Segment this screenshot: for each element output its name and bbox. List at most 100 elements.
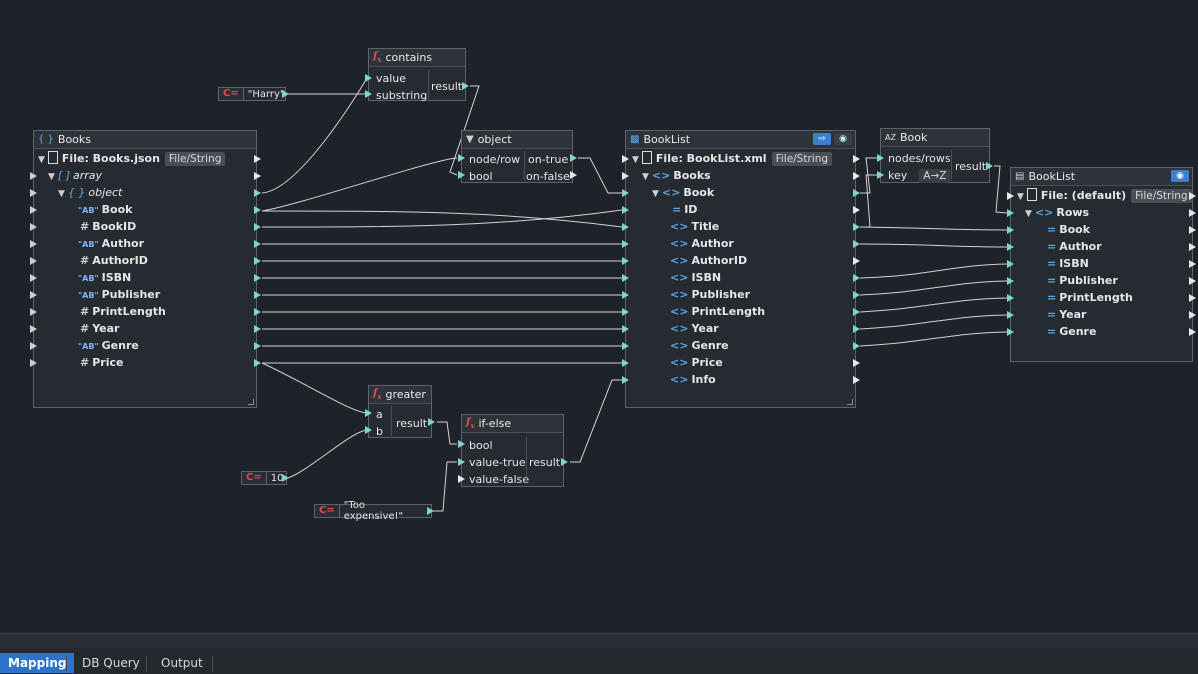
port[interactable] xyxy=(365,409,372,417)
port[interactable] xyxy=(254,325,261,333)
port[interactable] xyxy=(428,418,435,426)
port[interactable] xyxy=(622,359,629,367)
port[interactable] xyxy=(1189,311,1196,319)
element-author[interactable]: <>Author xyxy=(670,235,734,252)
port[interactable] xyxy=(365,74,372,82)
port[interactable] xyxy=(853,342,860,350)
chevron-down-icon[interactable]: ▼ xyxy=(642,172,649,182)
chevron-down-icon[interactable]: ▼ xyxy=(1025,209,1032,219)
port[interactable] xyxy=(254,274,261,282)
port[interactable] xyxy=(1189,192,1196,200)
port[interactable] xyxy=(30,274,37,282)
port[interactable] xyxy=(1007,277,1014,285)
port[interactable] xyxy=(282,90,289,98)
port[interactable] xyxy=(254,189,261,197)
field-isbn[interactable]: "AB"ISBN xyxy=(78,269,131,286)
port[interactable] xyxy=(30,223,37,231)
port[interactable] xyxy=(1007,192,1014,200)
port[interactable] xyxy=(853,223,860,231)
element-title[interactable]: <>Title xyxy=(670,218,719,235)
column-year[interactable]: =Year xyxy=(1047,306,1086,323)
constant-too-expensive[interactable]: C= "Too expensive!" xyxy=(314,500,432,522)
tab-mapping[interactable]: Mapping xyxy=(0,653,75,673)
port[interactable] xyxy=(853,308,860,316)
port[interactable] xyxy=(458,154,465,162)
port[interactable] xyxy=(1007,260,1014,268)
port[interactable] xyxy=(622,206,629,214)
column-publisher[interactable]: =Publisher xyxy=(1047,272,1118,289)
element-printlength[interactable]: <>PrintLength xyxy=(670,303,765,320)
chevron-down-icon[interactable]: ▼ xyxy=(58,189,65,199)
element-authorid[interactable]: <>AuthorID xyxy=(670,252,747,269)
component-header[interactable]: { }Books xyxy=(34,131,256,149)
filter-component[interactable]: ▼object node/row bool on-true on-false xyxy=(461,130,573,183)
port[interactable] xyxy=(1007,328,1014,336)
column-genre[interactable]: =Genre xyxy=(1047,323,1096,340)
port[interactable] xyxy=(458,475,465,483)
chevron-down-icon[interactable]: ▼ xyxy=(38,155,45,165)
port[interactable] xyxy=(853,206,860,214)
port[interactable] xyxy=(254,172,261,180)
port[interactable] xyxy=(853,257,860,265)
port[interactable] xyxy=(254,291,261,299)
object-row[interactable]: ▼{ }object xyxy=(58,184,122,201)
port[interactable] xyxy=(622,376,629,384)
port[interactable] xyxy=(30,359,37,367)
component-header[interactable]: ▩BookList xyxy=(626,131,855,149)
port[interactable] xyxy=(30,325,37,333)
port[interactable] xyxy=(853,291,860,299)
port[interactable] xyxy=(30,257,37,265)
port[interactable] xyxy=(1189,328,1196,336)
port[interactable] xyxy=(1007,209,1014,217)
port[interactable] xyxy=(254,223,261,231)
element-isbn[interactable]: <>ISBN xyxy=(670,269,721,286)
port[interactable] xyxy=(30,308,37,316)
port[interactable] xyxy=(254,359,261,367)
port[interactable] xyxy=(570,154,577,162)
port[interactable] xyxy=(986,162,993,170)
field-author[interactable]: "AB"Author xyxy=(78,235,144,252)
port[interactable] xyxy=(1189,209,1196,217)
preview-eye-icon[interactable]: ◉ xyxy=(1171,170,1189,182)
attribute-id[interactable]: =ID xyxy=(672,201,697,218)
port[interactable] xyxy=(282,474,289,482)
element-year[interactable]: <>Year xyxy=(670,320,719,337)
rows-group[interactable]: ▼<>Rows xyxy=(1025,204,1089,221)
port[interactable] xyxy=(365,426,372,434)
port[interactable] xyxy=(622,342,629,350)
port[interactable] xyxy=(853,155,860,163)
port[interactable] xyxy=(622,291,629,299)
field-book[interactable]: "AB"Book xyxy=(78,201,132,218)
port[interactable] xyxy=(1007,243,1014,251)
field-publisher[interactable]: "AB"Publisher xyxy=(78,286,160,303)
output-toggle-icon[interactable]: ⇨ xyxy=(813,133,831,145)
port[interactable] xyxy=(561,458,568,466)
port[interactable] xyxy=(1189,277,1196,285)
port[interactable] xyxy=(1007,311,1014,319)
port[interactable] xyxy=(254,206,261,214)
port[interactable] xyxy=(853,189,860,197)
file-type-badge[interactable]: File/String xyxy=(1131,189,1192,203)
port[interactable] xyxy=(622,223,629,231)
port[interactable] xyxy=(853,359,860,367)
port[interactable] xyxy=(1189,260,1196,268)
port[interactable] xyxy=(458,171,465,179)
port[interactable] xyxy=(30,172,37,180)
field-printlength[interactable]: #PrintLength xyxy=(80,303,166,320)
port[interactable] xyxy=(853,172,860,180)
column-printlength[interactable]: =PrintLength xyxy=(1047,289,1133,306)
tab-db-query[interactable]: DB Query xyxy=(82,656,140,670)
port[interactable] xyxy=(853,376,860,384)
port[interactable] xyxy=(365,90,372,98)
horizontal-scrollbar[interactable] xyxy=(0,634,1198,648)
port[interactable] xyxy=(853,325,860,333)
port[interactable] xyxy=(877,171,884,179)
port[interactable] xyxy=(1007,226,1014,234)
port[interactable] xyxy=(30,291,37,299)
